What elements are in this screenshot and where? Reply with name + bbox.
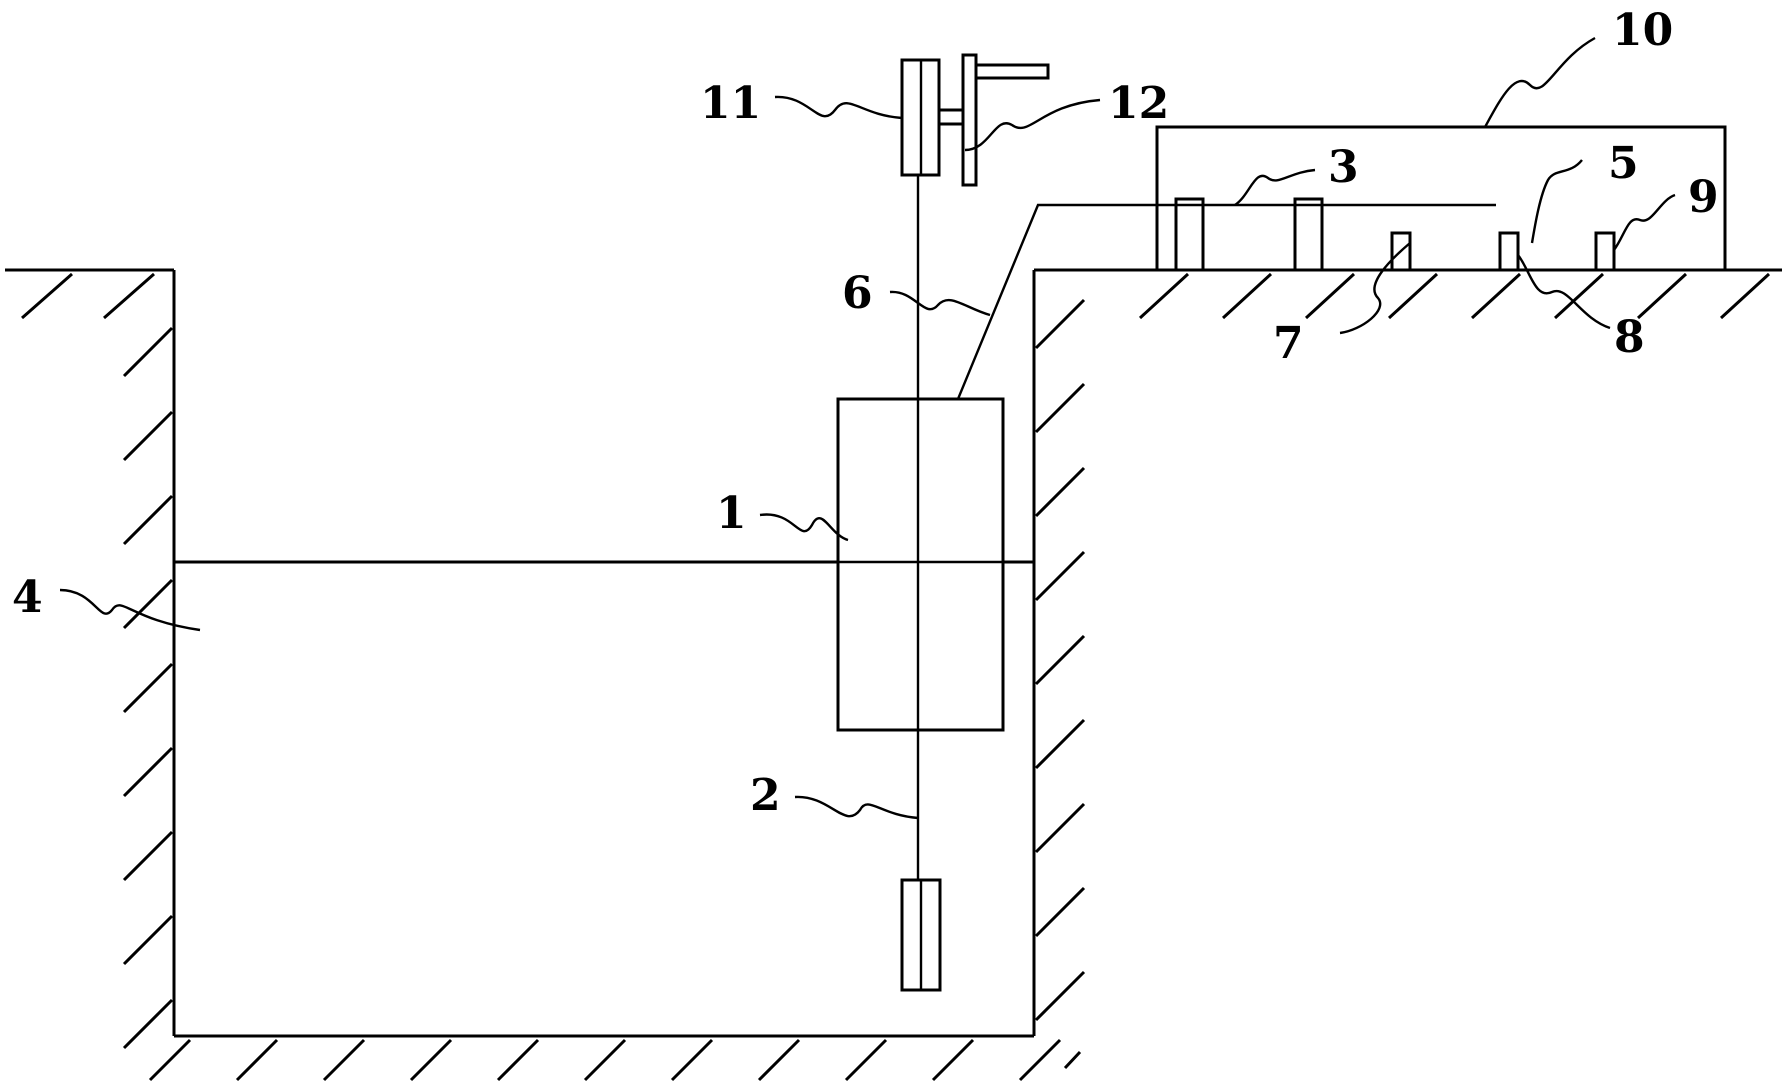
- counterweight: [900, 878, 942, 992]
- leader-4: [59, 588, 201, 632]
- hatch-mark: [1034, 802, 1086, 854]
- hatch-mark: [1221, 272, 1273, 320]
- hatch-mark: [496, 1038, 540, 1082]
- crank-handle: [961, 53, 1050, 187]
- leader-5: [1530, 159, 1583, 244]
- hatch-mark: [122, 998, 174, 1050]
- hatch-mark: [148, 1038, 192, 1082]
- hatch-mark: [103, 272, 155, 320]
- hatch-mark: [122, 662, 174, 714]
- label-5: 5: [1608, 138, 1639, 189]
- pulley-axle: [937, 108, 965, 126]
- leader-lines: [59, 36, 1676, 820]
- hatch-mark: [1034, 970, 1086, 1022]
- hatch-mark: [122, 494, 174, 546]
- sensor-9: [1594, 231, 1616, 272]
- hatch-mark: [583, 1038, 627, 1082]
- hatch-mark: [21, 272, 73, 320]
- leader-2: [794, 795, 919, 820]
- hatch-mark: [1304, 272, 1356, 320]
- label-1: 1: [716, 488, 747, 539]
- hatch-mark: [122, 578, 174, 630]
- hatch-mark: [1018, 1038, 1062, 1082]
- component-3b: [1293, 197, 1324, 272]
- sensor-8: [1498, 231, 1520, 272]
- hatch-mark: [1387, 272, 1439, 320]
- label-3: 3: [1328, 142, 1359, 193]
- hatch-mark: [1470, 272, 1522, 320]
- leader-9: [1613, 193, 1676, 251]
- float-body: [836, 397, 1005, 732]
- pulley: [900, 58, 941, 177]
- label-10: 10: [1612, 5, 1673, 56]
- hatch-mark: [122, 326, 174, 378]
- hatch-mark: [1034, 634, 1086, 686]
- label-6: 6: [842, 268, 873, 319]
- hatch-mark: [1034, 718, 1086, 770]
- label-12: 12: [1108, 78, 1169, 129]
- hatch-mark: [235, 1038, 279, 1082]
- label-7: 7: [1273, 318, 1304, 369]
- hatch-mark: [1138, 272, 1190, 320]
- soil-hatching: [21, 272, 1771, 1082]
- labels: 1 2 3 4 5 6 7 8 9 10 11 12: [12, 5, 1719, 821]
- label-4: 4: [12, 572, 43, 623]
- hatch-mark: [1063, 1050, 1082, 1070]
- label-2: 2: [750, 770, 781, 821]
- leader-10: [1483, 36, 1596, 128]
- hatch-mark: [409, 1038, 453, 1082]
- label-11: 11: [700, 78, 761, 129]
- component-3a: [1174, 197, 1205, 272]
- leader-3: [1234, 168, 1316, 206]
- leader-1: [759, 513, 849, 542]
- hatch-mark: [1719, 272, 1771, 320]
- hatch-mark: [1034, 886, 1086, 938]
- hatch-mark: [1636, 272, 1688, 320]
- hatch-mark: [122, 914, 174, 966]
- leader-12: [964, 98, 1101, 152]
- housing-components: [1174, 197, 1616, 272]
- signal-cable: [956, 203, 1496, 400]
- leader-7: [1339, 242, 1411, 335]
- leader-8: [1517, 254, 1611, 330]
- hatch-mark: [1034, 550, 1086, 602]
- leader-6: [889, 290, 991, 317]
- hatch-mark: [122, 746, 174, 798]
- hatch-mark: [1034, 382, 1086, 434]
- hatch-mark: [1034, 466, 1086, 518]
- hatch-mark: [122, 830, 174, 882]
- hatch-mark: [1034, 298, 1086, 350]
- leader-11: [774, 95, 903, 120]
- label-8: 8: [1614, 312, 1645, 363]
- label-9: 9: [1688, 172, 1719, 223]
- hatch-mark: [322, 1038, 366, 1082]
- hatch-mark: [844, 1038, 888, 1082]
- hatch-mark: [931, 1038, 975, 1082]
- control-housing: [1155, 125, 1727, 272]
- hatch-mark: [1553, 272, 1605, 320]
- hatch-mark: [757, 1038, 801, 1082]
- hatch-mark: [122, 410, 174, 462]
- hatch-mark: [670, 1038, 714, 1082]
